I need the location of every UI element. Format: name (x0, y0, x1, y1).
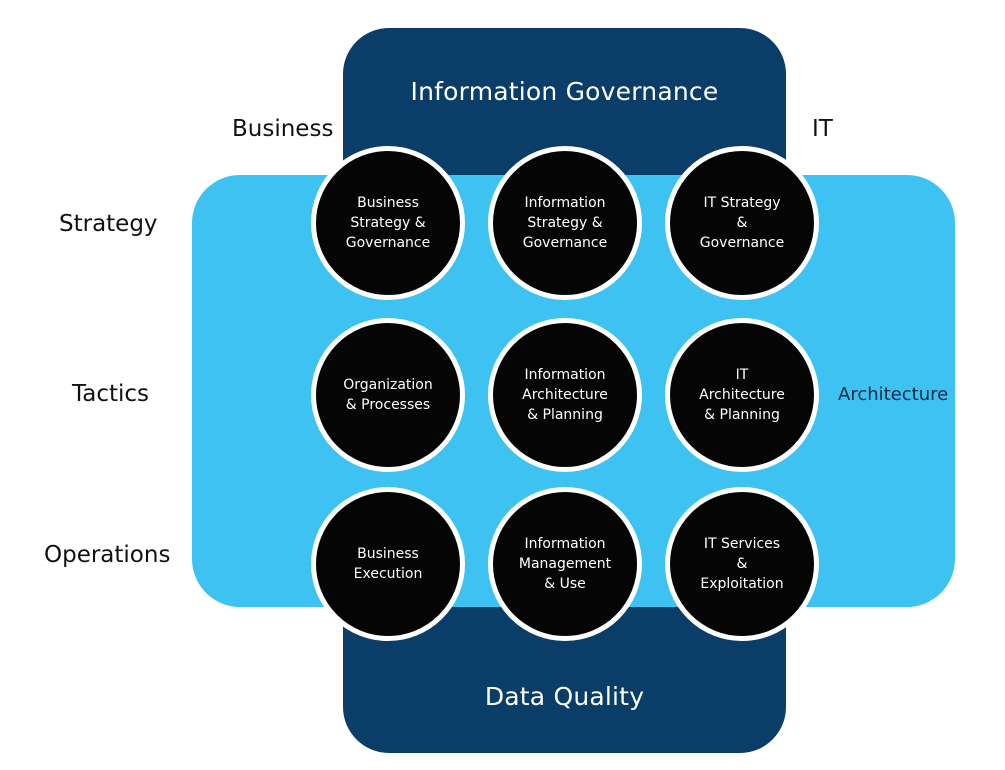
information-architecture-planning-node: Information Architecture & Planning (488, 318, 642, 472)
business-strategy-governance-node: Business Strategy & Governance (311, 146, 465, 300)
architecture-label: Architecture (838, 384, 949, 405)
it-services-exploitation-node: IT Services & Exploitation (665, 487, 819, 641)
it-strategy-governance-node: IT Strategy & Governance (665, 146, 819, 300)
operations-row-label: Operations (44, 542, 171, 568)
information-governance-title: Information Governance (410, 77, 719, 106)
data-quality-title: Data Quality (484, 682, 645, 711)
business-execution-node: Business Execution (311, 487, 465, 641)
it-architecture-planning-node: IT Architecture & Planning (665, 318, 819, 472)
organization-processes-node: Organization & Processes (311, 318, 465, 472)
information-strategy-governance-node: Information Strategy & Governance (488, 146, 642, 300)
information-management-use-node: Information Management & Use (488, 487, 642, 641)
tactics-row-label: Tactics (72, 381, 150, 407)
business-column-label: Business (232, 116, 334, 142)
it-column-label: IT (812, 116, 833, 142)
strategy-row-label: Strategy (59, 211, 158, 237)
